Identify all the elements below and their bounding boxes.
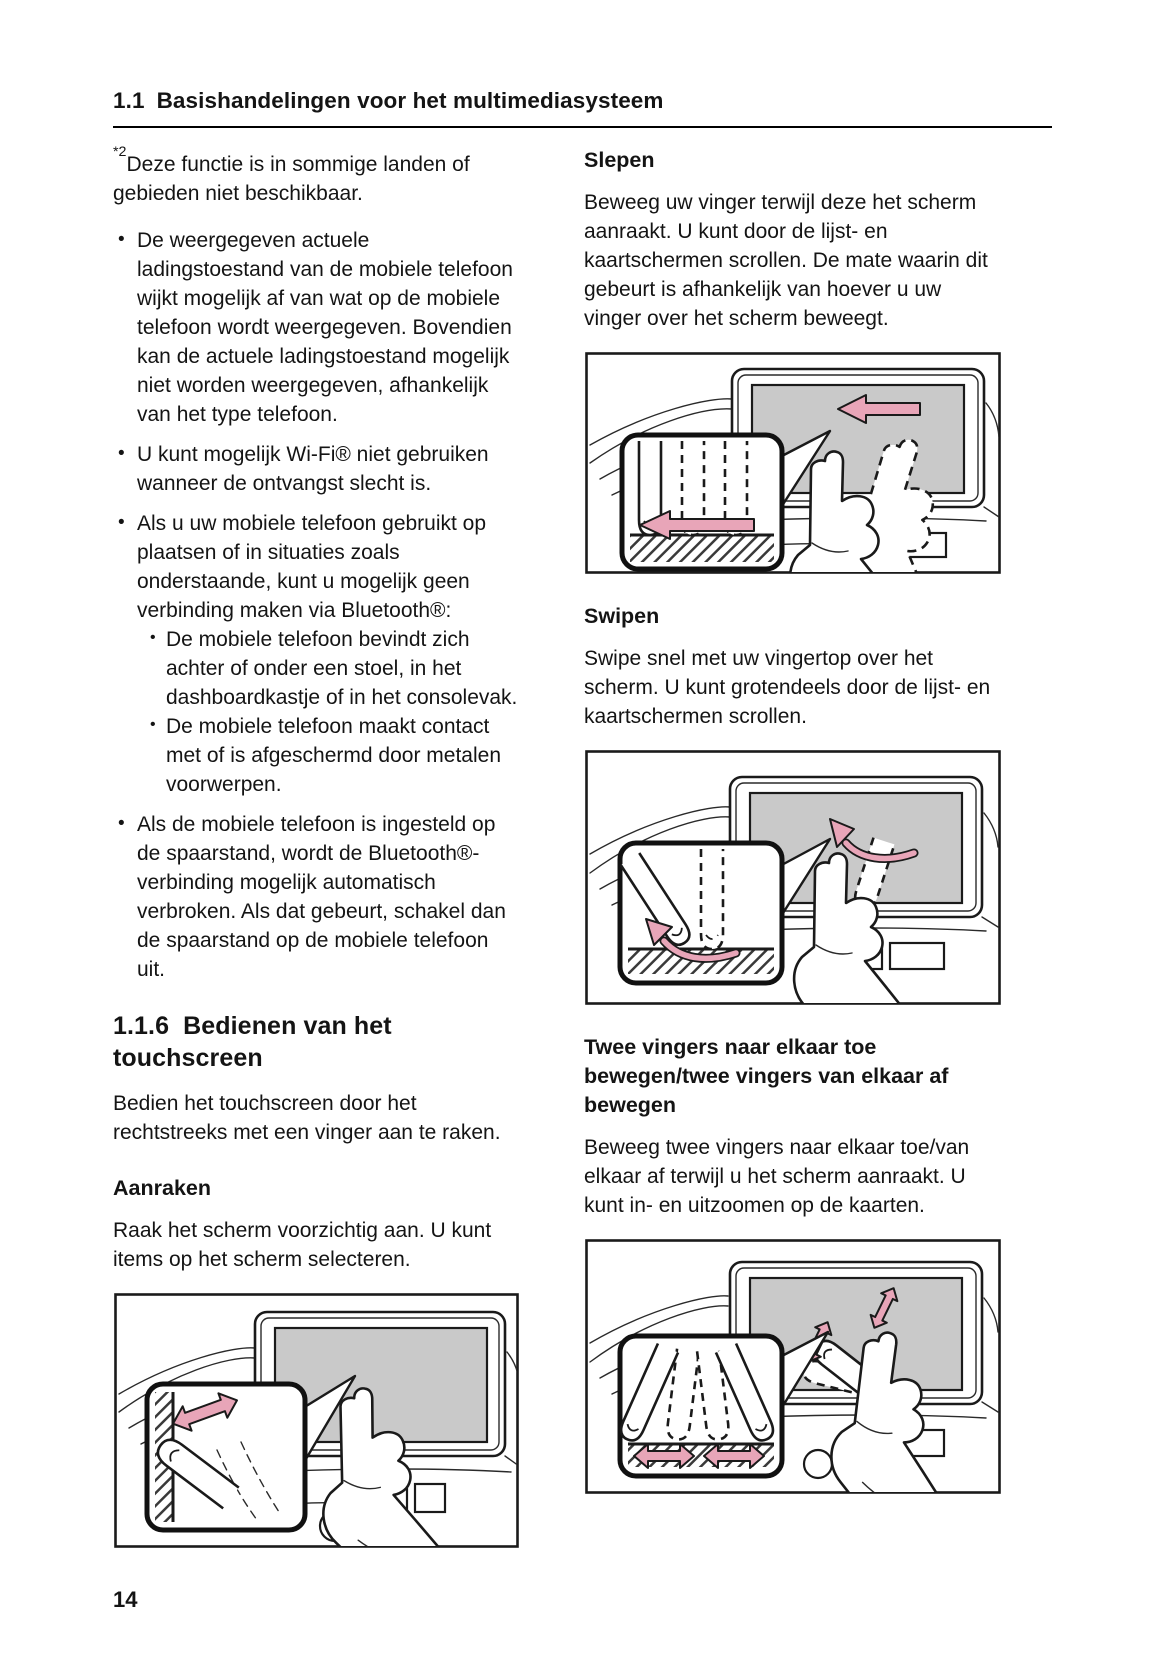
subsection-title: Bedienen van het touchscreen: [113, 1012, 392, 1072]
touch-heading: Aanraken: [113, 1176, 211, 1200]
spread-arrow-icon: [869, 1287, 899, 1329]
pointing-hand: [792, 852, 901, 1003]
inset-touch-detail: [155, 1392, 280, 1522]
inset-pinch-detail: [619, 1342, 775, 1469]
swipe-body: Swipe snel met uw vingertop over het sch…: [584, 647, 991, 728]
touch-gesture-illustration-svg: [114, 1293, 519, 1548]
sub-list-item: De mobiele telefoon maakt contact met of…: [150, 710, 520, 799]
note-list: De weergegeven actuele ladingstoestand v…: [113, 225, 520, 984]
subsection-intro: Bedien het touchscreen door het rechtstr…: [113, 1092, 501, 1144]
list-item-text: Als de mobiele telefoon is ingesteld op …: [137, 813, 506, 981]
pinch-zoom-gesture-illustration-svg: [585, 1239, 1001, 1494]
page-number: 14: [113, 1587, 138, 1612]
drag-heading: Slepen: [584, 148, 655, 172]
page-title: 1.1 Basishandelingen voor het multimedias…: [113, 88, 1052, 128]
list-item-text: Als u uw mobiele telefoon gebruikt op pl…: [137, 512, 487, 622]
pinch-zoom-gesture-illustration: [584, 1238, 1002, 1495]
pointing-hand: [789, 450, 880, 572]
tap-arrow-icon: [172, 1392, 238, 1432]
section-title: Basishandelingen voor het multimediasyst…: [156, 88, 664, 113]
two-column-body: *2Deze functie is in sommige landen of g…: [113, 144, 1052, 1549]
list-item-text: U kunt mogelijk Wi-Fi® niet gebruiken wa…: [137, 443, 489, 495]
right-column: Slepen Beweeg uw vinger terwijl deze het…: [584, 145, 1002, 1549]
footnote-marker: *2: [113, 144, 127, 161]
pointing-hand: [322, 1387, 490, 1546]
touch-gesture-illustration: [113, 1292, 520, 1549]
footnote: *2Deze functie is in sommige landen of g…: [113, 144, 520, 208]
sub-list: De mobiele telefoon bevindt zich achter …: [137, 623, 520, 799]
drag-body: Beweeg uw vinger terwijl deze het scherm…: [584, 191, 988, 330]
left-column: *2Deze functie is in sommige landen of g…: [113, 144, 520, 1549]
inset-swipe-detail: [619, 849, 774, 974]
list-item: U kunt mogelijk Wi-Fi® niet gebruiken wa…: [113, 439, 520, 498]
pinch-body: Beweeg twee vingers naar elkaar toe/van …: [584, 1136, 970, 1217]
touch-body: Raak het scherm voorzichtig aan. U kunt …: [113, 1219, 492, 1271]
pinch-heading: Twee vingers naar elkaar toe bewegen/twe…: [584, 1035, 949, 1117]
drag-arrow-icon: [639, 510, 755, 540]
swipe-gesture-illustration-svg: [585, 750, 1001, 1005]
swipe-arrow-icon: [645, 918, 741, 963]
list-item: Als de mobiele telefoon is ingesteld op …: [113, 809, 520, 984]
drag-gesture-illustration: [584, 351, 1002, 575]
swipe-arrow-icon: [829, 818, 919, 863]
list-item-text: De weergegeven actuele ladingstoestand v…: [137, 229, 513, 426]
footnote-text: Deze functie is in sommige landen of geb…: [113, 153, 470, 205]
subsection-number: 1.1.6: [113, 1012, 170, 1040]
list-item: Als u uw mobiele telefoon gebruikt op pl…: [113, 508, 520, 799]
drag-arrow-icon: [837, 394, 921, 424]
sub-list-item: De mobiele telefoon bevindt zich achter …: [150, 623, 520, 712]
inset-drag-detail: [630, 441, 774, 562]
drag-gesture-illustration-svg: [585, 352, 1001, 574]
swipe-gesture-illustration: [584, 749, 1002, 1006]
pointing-hand: [830, 1331, 984, 1492]
section-number: 1.1: [113, 88, 145, 113]
list-item: De weergegeven actuele ladingstoestand v…: [113, 225, 520, 429]
swipe-heading: Swipen: [584, 604, 660, 628]
pinch-arrow-icon: [633, 1443, 695, 1469]
pinch-arrow-icon: [703, 1443, 765, 1469]
